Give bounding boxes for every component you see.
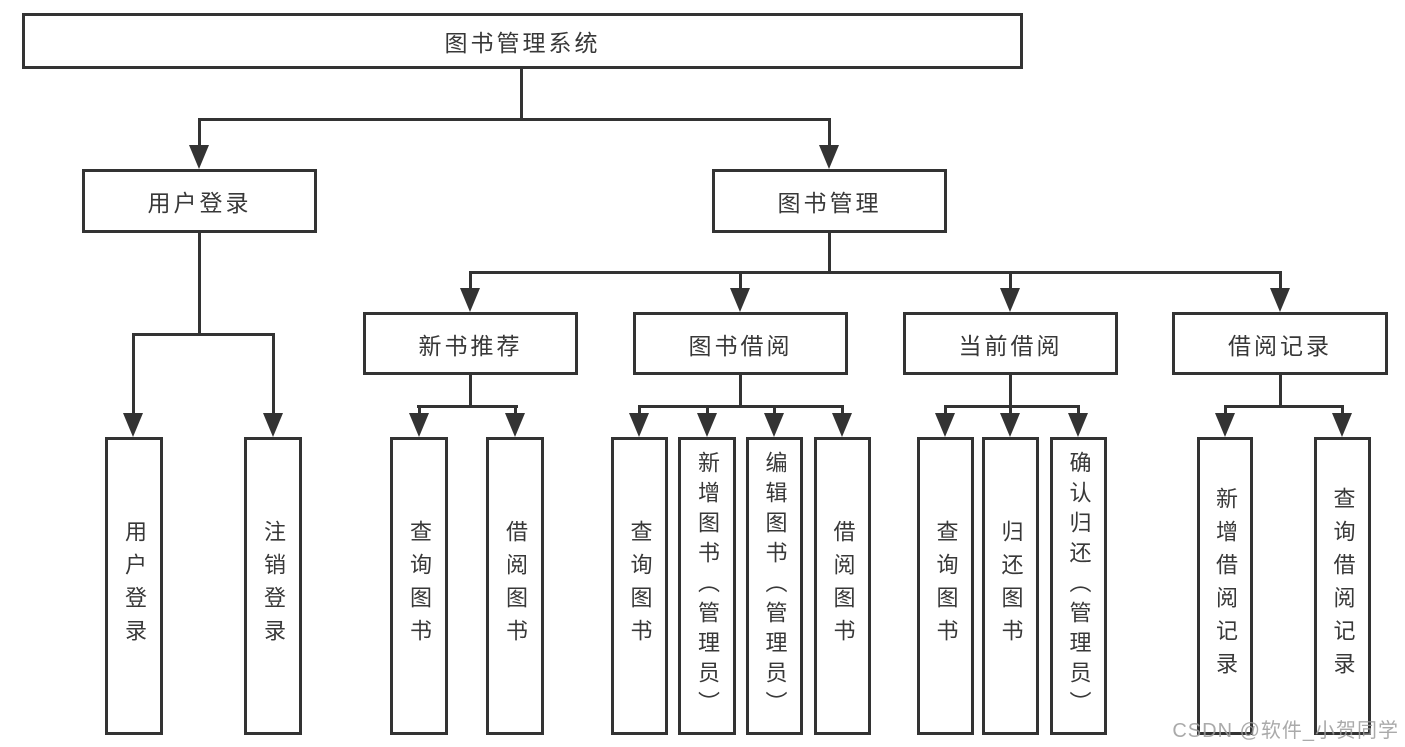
arrowhead-down-icon (505, 413, 525, 437)
leaf-add-book-admin: 新增图书（管理员） (678, 437, 736, 735)
arrowhead-down-icon (1000, 413, 1020, 437)
arrowhead-down-icon (189, 145, 209, 169)
connector-drop (944, 405, 947, 415)
arrowhead-down-icon (263, 413, 283, 437)
arrowhead-down-icon (935, 413, 955, 437)
leaf-return-book: 归还图书 (982, 437, 1039, 735)
leaf-add-borrow-record: 新增借阅记录 (1197, 437, 1253, 735)
node-user-login: 用户登录 (82, 169, 317, 233)
arrowhead-down-icon (409, 413, 429, 437)
connector-rail (1224, 405, 1344, 408)
connector-user-login-stem (198, 233, 201, 336)
leaf-label: 编辑图书（管理员） (762, 451, 788, 721)
leaf-label: 新增图书（管理员） (695, 451, 720, 721)
connector-drop (1279, 271, 1282, 291)
leaf-label: 查询图书 (627, 520, 653, 652)
node-label: 新书推荐 (418, 332, 523, 359)
connector-drop (1077, 405, 1080, 415)
arrowhead-down-icon (629, 413, 649, 437)
connector-drop (418, 405, 421, 415)
leaf-label: 借阅图书 (830, 520, 856, 652)
connector-drop (1009, 405, 1012, 415)
connector-user-login-rail (132, 333, 274, 336)
leaf-edit-book-admin: 编辑图书（管理员） (746, 437, 803, 735)
node-label: 当前借阅 (958, 332, 1063, 359)
connector-stem (469, 375, 472, 408)
connector-drop (1009, 271, 1012, 291)
node-book-management: 图书管理 (712, 169, 947, 233)
leaf-query-borrow-record: 查询借阅记录 (1314, 437, 1371, 735)
leaf-borrow-book: 借阅图书 (486, 437, 544, 735)
leaf-label: 查询图书 (933, 520, 959, 652)
connector-drop (469, 271, 472, 291)
node-root-label: 图书管理系统 (444, 30, 601, 56)
leaf-query-book: 查询图书 (390, 437, 448, 735)
arrowhead-down-icon (819, 145, 839, 169)
arrowhead-down-icon (1000, 288, 1020, 312)
arrowhead-down-icon (1068, 413, 1088, 437)
arrowhead-down-icon (1215, 413, 1235, 437)
connector-drop (773, 405, 776, 415)
leaf-logout-login: 注销登录 (244, 437, 302, 735)
leaf-user-login: 用户登录 (105, 437, 163, 735)
connector-drop (739, 271, 742, 291)
leaf-label: 查询图书 (407, 520, 432, 652)
connector-drop (841, 405, 844, 415)
node-new-book-recommend: 新书推荐 (363, 312, 578, 375)
connector-stem (1009, 375, 1012, 408)
connector-drop (638, 405, 641, 415)
leaf-label: 借阅图书 (503, 520, 528, 652)
connector-drop (272, 333, 275, 417)
leaf-label: 新增借阅记录 (1213, 487, 1238, 685)
leaf-label: 确认归还（管理员） (1066, 451, 1092, 721)
connector-rail (417, 405, 518, 408)
leaf-confirm-return-admin: 确认归还（管理员） (1050, 437, 1107, 735)
connector-stem (1279, 375, 1282, 408)
node-borrow-records: 借阅记录 (1172, 312, 1388, 375)
arrowhead-down-icon (730, 288, 750, 312)
leaf-label: 查询借阅记录 (1330, 487, 1356, 685)
leaf-borrow-book: 借阅图书 (814, 437, 871, 735)
arrowhead-down-icon (1332, 413, 1352, 437)
arrowhead-down-icon (697, 413, 717, 437)
arrowhead-down-icon (764, 413, 784, 437)
connector-drop (514, 405, 517, 415)
connector-drop (1224, 405, 1227, 415)
connector-user-login-drop (198, 118, 201, 150)
node-label: 借阅记录 (1228, 332, 1332, 359)
watermark: CSDN @软件_小贺同学 (1172, 720, 1399, 742)
leaf-query-book: 查询图书 (917, 437, 974, 735)
node-user-login-label: 用户登录 (147, 190, 252, 216)
arrowhead-down-icon (460, 288, 480, 312)
leaf-label: 用户登录 (122, 520, 147, 652)
connector-rail (944, 405, 1080, 408)
connector-book-mgmt-stem (828, 233, 831, 274)
connector-root-stem (520, 69, 523, 121)
connector-stem (739, 375, 742, 408)
connector-drop (706, 405, 709, 415)
connector-level1-rail (198, 118, 831, 121)
node-label: 图书借阅 (688, 332, 793, 359)
connector-level2-rail (469, 271, 1282, 274)
leaf-label: 注销登录 (261, 520, 286, 652)
arrowhead-down-icon (832, 413, 852, 437)
connector-drop (1341, 405, 1344, 415)
node-root: 图书管理系统 (22, 13, 1023, 69)
connector-book-mgmt-drop (828, 118, 831, 150)
connector-rail (638, 405, 844, 408)
leaf-label: 归还图书 (998, 520, 1024, 652)
node-book-management-label: 图书管理 (777, 190, 882, 216)
node-book-borrow: 图书借阅 (633, 312, 848, 375)
leaf-query-book: 查询图书 (611, 437, 668, 735)
arrowhead-down-icon (1270, 288, 1290, 312)
connector-drop (132, 333, 135, 417)
arrowhead-down-icon (123, 413, 143, 437)
node-current-borrow: 当前借阅 (903, 312, 1118, 375)
